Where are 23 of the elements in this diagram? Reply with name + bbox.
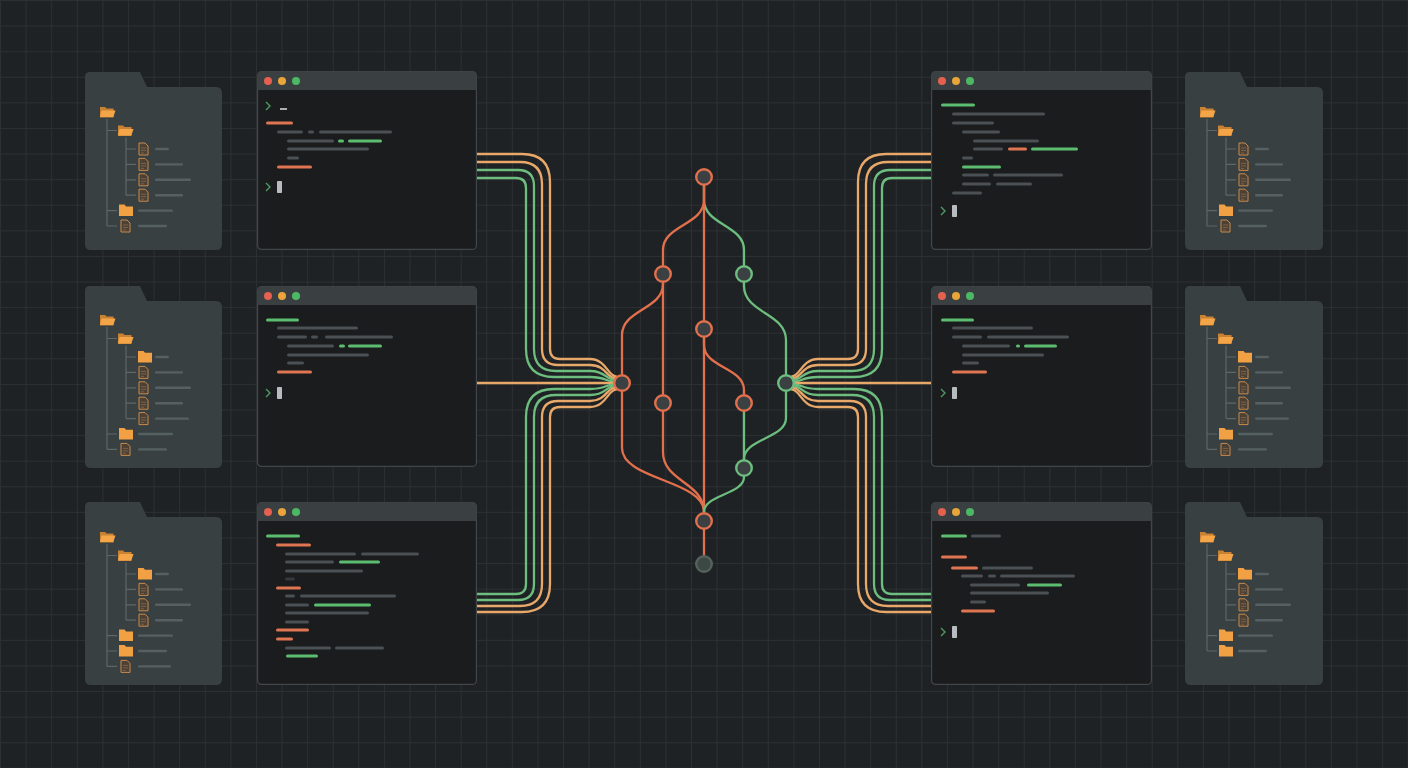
branch-line [742, 410, 746, 461]
commit-node [654, 265, 672, 283]
commit-node [695, 320, 713, 338]
terminal-window [931, 502, 1152, 685]
commit-node [777, 374, 795, 392]
terminal-window [931, 286, 1152, 467]
branch-line [702, 528, 706, 557]
commit-node [695, 555, 713, 573]
commit-node [695, 512, 713, 530]
terminal-window [257, 502, 477, 685]
terminal-window [257, 71, 477, 250]
commit-node [735, 265, 753, 283]
commit-node [735, 459, 753, 477]
commit-node [735, 394, 753, 412]
branch-line [702, 475, 746, 514]
terminal-window [931, 71, 1152, 250]
branch-line [661, 281, 665, 396]
terminal-window [257, 286, 477, 467]
commit-node [613, 374, 631, 392]
commit-node [695, 168, 713, 186]
commit-node [654, 394, 672, 412]
branch-line [702, 184, 706, 322]
branch-line [742, 281, 788, 376]
